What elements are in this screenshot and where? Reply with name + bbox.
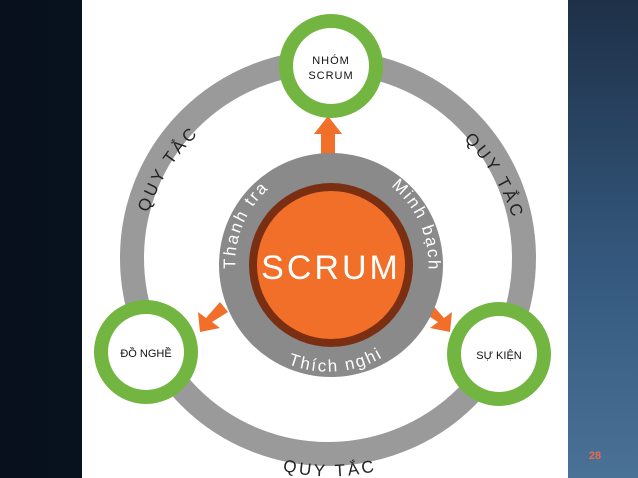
center-circle bbox=[257, 191, 405, 339]
svg-text:QUY TẮC: QUY TẮC bbox=[282, 456, 379, 478]
node-right-core bbox=[461, 316, 537, 392]
node-left: ĐỒ NGHỀ bbox=[94, 300, 198, 404]
node-top-line1: NHÓM bbox=[312, 54, 350, 67]
node-left-core bbox=[108, 314, 184, 390]
node-top-line2: SCRUM bbox=[308, 70, 353, 82]
node-right: SỰ KIỆN bbox=[447, 302, 551, 406]
page-number: 28 bbox=[588, 450, 602, 462]
center-label: SCRUM bbox=[261, 249, 401, 287]
node-top-core bbox=[293, 28, 369, 104]
node-right-label: SỰ KIỆN bbox=[476, 349, 522, 362]
slide-side-panel bbox=[567, 0, 638, 478]
arrow-top-shaft bbox=[321, 132, 335, 154]
node-left-label: ĐỒ NGHỀ bbox=[120, 347, 171, 360]
outer-label-bottom: QUY TẮC bbox=[282, 456, 376, 478]
arrow-left bbox=[198, 302, 228, 332]
arrow-top-head bbox=[314, 116, 342, 134]
node-top: NHÓM SCRUM bbox=[279, 14, 383, 118]
